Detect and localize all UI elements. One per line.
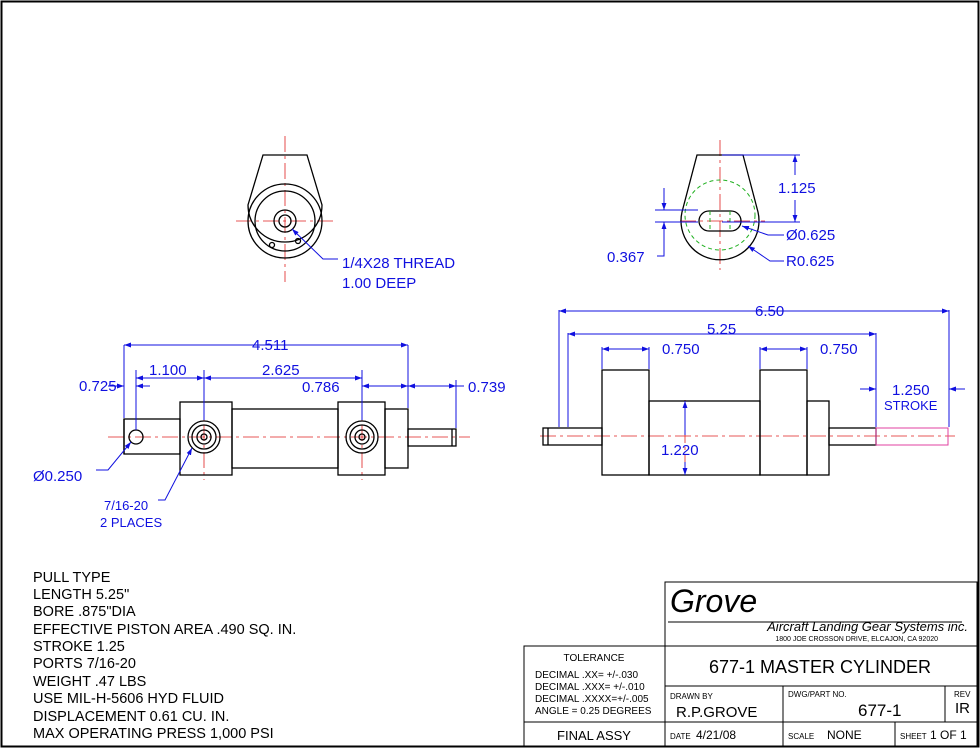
note-line: STROKE 1.25 bbox=[33, 639, 125, 655]
port-count-callout: 2 PLACES bbox=[100, 515, 162, 530]
rev-label: REV bbox=[954, 690, 971, 699]
stroke-label: STROKE bbox=[884, 398, 938, 413]
end-view-left bbox=[236, 136, 338, 282]
tolerance-line: DECIMAL .XXXX=+/-.005 bbox=[535, 694, 649, 705]
drawn-by-label: DRAWN BY bbox=[670, 692, 713, 701]
tolerance-line: ANGLE = 0.25 DEGREES bbox=[535, 706, 652, 717]
company-subtitle: Aircraft Landing Gear Systems inc. bbox=[766, 619, 968, 634]
note-line: DISPLACEMENT 0.61 CU. IN. bbox=[33, 709, 229, 725]
note-line: PORTS 7/16-20 bbox=[33, 656, 136, 672]
dwg-no-value: 677-1 bbox=[858, 701, 901, 720]
dim-1-220: 1.220 bbox=[661, 442, 699, 459]
title-block bbox=[523, 581, 978, 748]
dim-0-750-right: 0.750 bbox=[820, 341, 858, 358]
note-line: USE MIL-H-5606 HYD FLUID bbox=[33, 691, 224, 707]
dim-2-625: 2.625 bbox=[262, 362, 300, 379]
dim-dia-0-625: Ø0.625 bbox=[786, 227, 835, 244]
note-line: EFFECTIVE PISTON AREA .490 SQ. IN. bbox=[33, 622, 296, 638]
sheet-label: SHEET bbox=[900, 732, 927, 741]
dim-dia-0-250: Ø0.250 bbox=[33, 468, 82, 485]
dim-0-725: 0.725 bbox=[79, 378, 117, 395]
dim-r0-625: R0.625 bbox=[786, 253, 834, 270]
port-callout: 7/16-20 bbox=[104, 498, 148, 513]
note-line: WEIGHT .47 LBS bbox=[33, 674, 146, 690]
note-line: LENGTH 5.25" bbox=[33, 587, 129, 603]
dim-0-739: 0.739 bbox=[468, 379, 506, 396]
date-label: DATE bbox=[670, 732, 691, 741]
company-logo: Grove bbox=[670, 583, 757, 619]
end-view-right bbox=[655, 140, 800, 270]
scale-value: NONE bbox=[827, 728, 862, 742]
note-line: PULL TYPE bbox=[33, 570, 111, 586]
dim-0-367: 0.367 bbox=[607, 249, 645, 266]
dim-6-50: 6.50 bbox=[755, 303, 784, 320]
final-assy-label: FINAL ASSY bbox=[557, 728, 631, 743]
drawn-by-value: R.P.GROVE bbox=[676, 704, 757, 721]
dim-1-100: 1.100 bbox=[149, 362, 187, 379]
dim-0-786: 0.786 bbox=[302, 379, 340, 396]
rev-value: IR bbox=[955, 700, 970, 717]
thread-callout: 1/4X28 THREAD bbox=[342, 255, 455, 272]
date-value: 4/21/08 bbox=[696, 728, 736, 742]
sheet-value: 1 OF 1 bbox=[930, 728, 967, 742]
dim-1-250: 1.250 bbox=[892, 382, 930, 399]
dwg-no-label: DWG/PART NO. bbox=[788, 690, 847, 699]
dim-5-25: 5.25 bbox=[707, 321, 736, 338]
company-address: 1800 JOE CROSSON DRIVE, ELCAJON, CA 9202… bbox=[775, 636, 938, 643]
side-view-right bbox=[540, 308, 965, 476]
general-notes: PULL TYPE LENGTH 5.25" BORE .875"DIA EFF… bbox=[33, 570, 296, 742]
dim-1-125: 1.125 bbox=[778, 180, 816, 197]
side-view-left bbox=[96, 342, 470, 501]
tolerance-label: TOLERANCE bbox=[564, 653, 625, 664]
thread-depth-callout: 1.00 DEEP bbox=[342, 275, 416, 292]
scale-label: SCALE bbox=[788, 732, 814, 741]
tolerance-line: DECIMAL .XXX= +/-.010 bbox=[535, 682, 645, 693]
drawing-title: 677-1 MASTER CYLINDER bbox=[709, 657, 931, 677]
dim-4-511: 4.511 bbox=[252, 337, 288, 354]
dim-0-750-left: 0.750 bbox=[662, 341, 700, 358]
tolerance-line: DECIMAL .XX= +/-.030 bbox=[535, 670, 638, 681]
note-line: BORE .875"DIA bbox=[33, 604, 136, 620]
note-line: MAX OPERATING PRESS 1,000 PSI bbox=[33, 726, 274, 742]
